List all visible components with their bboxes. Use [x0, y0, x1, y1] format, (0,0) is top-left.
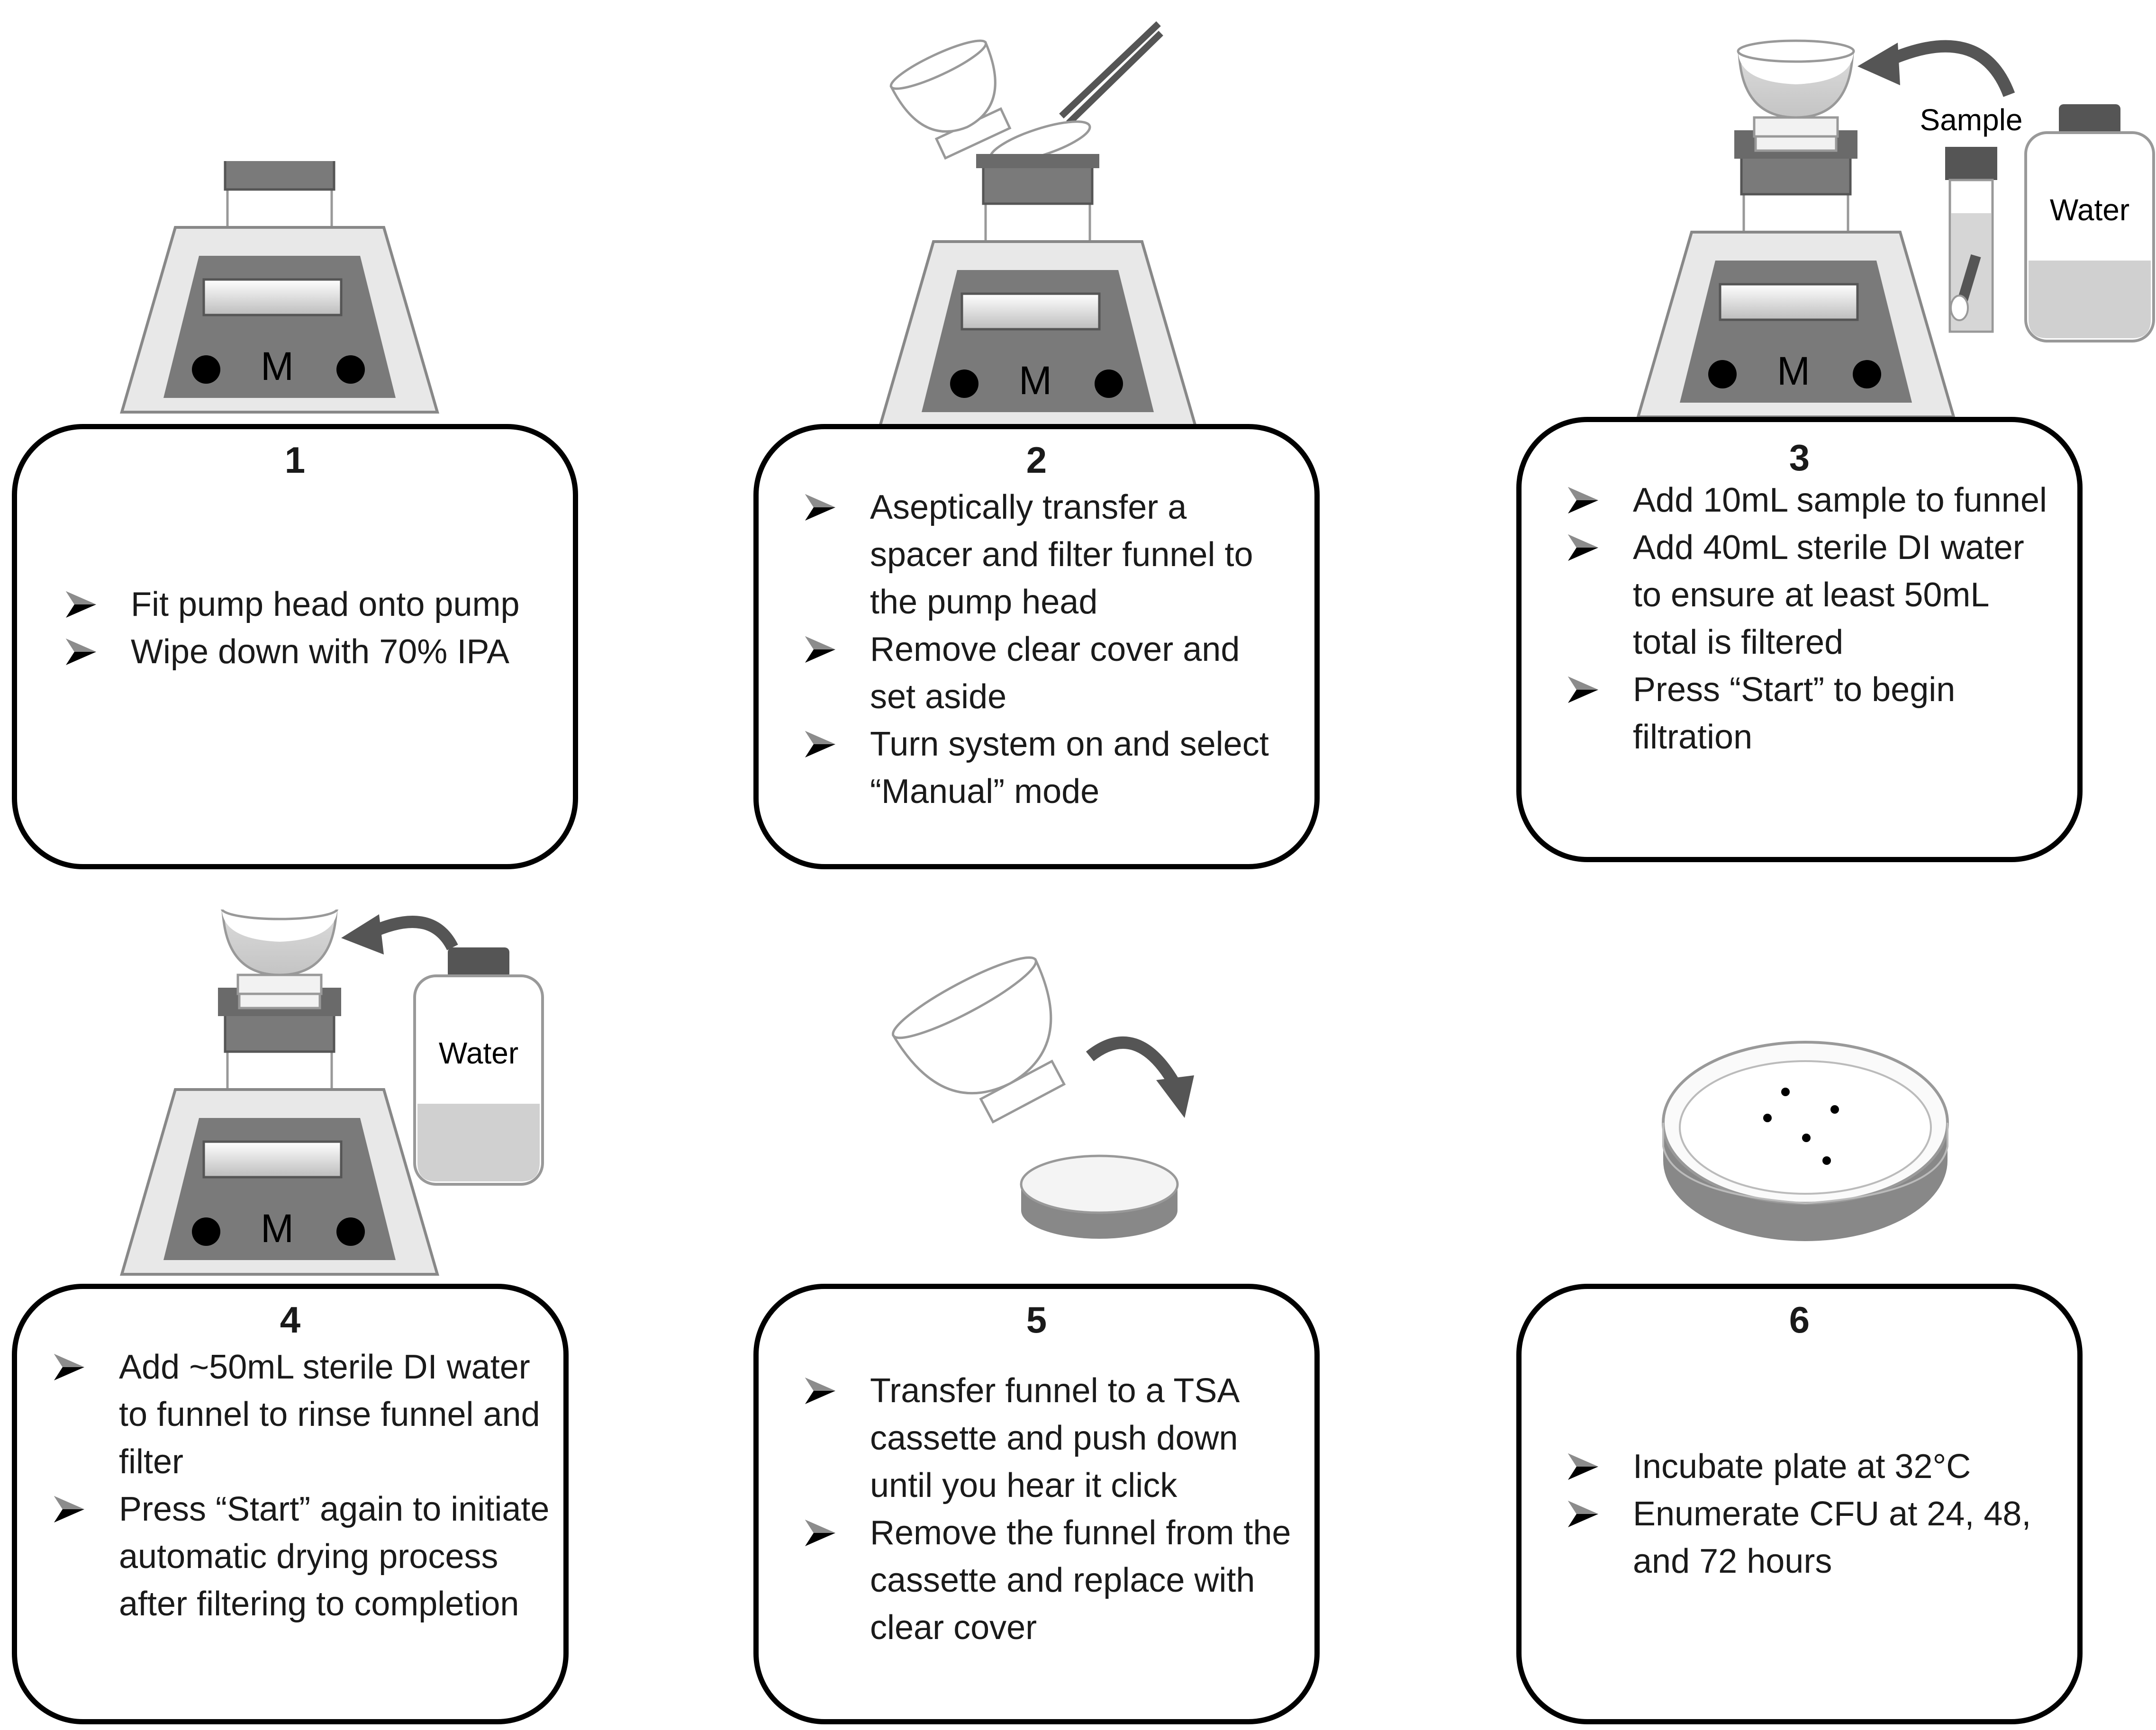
step-number: 1	[284, 439, 306, 481]
step-3-box: 3 Add 10mL sample to funnel Add 40mL ste…	[1516, 417, 2083, 862]
step-1-box: 1 Fit pump head onto pump Wipe down with…	[12, 424, 578, 869]
funnel-icon	[891, 956, 1066, 1124]
pump-illustration-step-2: M	[862, 21, 1223, 426]
water-label: Water	[2050, 193, 2129, 227]
list-item: Remove the funnel from the cassette and …	[801, 1509, 1304, 1651]
arrow-bullet-icon	[66, 639, 96, 665]
bacterial-colonies	[1763, 1088, 1839, 1165]
pump-illustration-step-3: M Sample Water	[1621, 9, 2156, 422]
step-6-box: 6 Incubate plate at 32°C Enumerate CFU a…	[1516, 1284, 2083, 1724]
step-number: 2	[1026, 439, 1047, 481]
step-2-bullets: Aseptically transfer a spacer and filter…	[801, 484, 1294, 815]
arrow-bullet-icon	[805, 731, 835, 757]
cassette-illustration-step-5	[891, 956, 1194, 1239]
arrow-bullet-icon	[1568, 1501, 1598, 1527]
petri-dish-illustration-step-6	[1662, 1041, 1949, 1241]
step-number: 6	[1789, 1299, 1810, 1341]
list-item: Incubate plate at 32°C	[1564, 1443, 2066, 1490]
pump-mode-label: M	[261, 1206, 294, 1251]
step-1-bullets: Fit pump head onto pump Wipe down with 7…	[62, 581, 536, 676]
list-item: Add ~50mL sterile DI water to funnel to …	[50, 1343, 553, 1486]
tweezers-icon	[1059, 21, 1163, 126]
arrow-bullet-icon	[805, 636, 835, 663]
step-4-box: 4 Add ~50mL sterile DI water to funnel t…	[12, 1284, 569, 1724]
step-5-bullets: Transfer funnel to a TSA cassette and pu…	[801, 1367, 1304, 1651]
arrow-bullet-icon	[805, 1520, 835, 1546]
arrow-bullet-icon	[1568, 1453, 1598, 1480]
list-item: Wipe down with 70% IPA	[62, 628, 536, 676]
funnel-icon	[889, 39, 1012, 160]
arrow-bullet-icon	[805, 494, 835, 521]
step-5-box: 5 Transfer funnel to a TSA cassette and …	[753, 1284, 1320, 1724]
step-4-bullets: Add ~50mL sterile DI water to funnel to …	[50, 1343, 553, 1628]
step-2-box: 2 Aseptically transfer a spacer and filt…	[753, 424, 1320, 869]
list-item: Remove clear cover and set aside	[801, 626, 1294, 721]
arrow-bullet-icon	[805, 1378, 835, 1404]
list-item: Press “Start” again to initiate automati…	[50, 1486, 553, 1628]
step-number: 4	[280, 1299, 301, 1341]
list-item: Transfer funnel to a TSA cassette and pu…	[801, 1367, 1304, 1509]
pump-mode-label: M	[1777, 349, 1810, 393]
curved-arrow-icon	[367, 916, 458, 951]
water-bottle-icon: Water	[415, 947, 543, 1184]
sample-label: Sample	[1920, 103, 2023, 137]
arrow-bullet-icon	[54, 1496, 84, 1523]
list-item: Turn system on and select “Manual” mode	[801, 721, 1294, 815]
tsa-cassette-icon	[1020, 1154, 1179, 1239]
list-item: Fit pump head onto pump	[62, 581, 536, 628]
step-number: 5	[1026, 1299, 1047, 1341]
arrow-bullet-icon	[1568, 676, 1598, 703]
arrow-bullet-icon	[66, 591, 96, 618]
step-number: 3	[1789, 437, 1810, 478]
list-item: Add 10mL sample to funnel	[1564, 477, 2057, 524]
water-bottle-icon: Water	[2026, 104, 2154, 341]
petri-dish-icon	[1662, 1041, 1949, 1241]
curved-arrow-icon	[1883, 40, 2015, 97]
list-item: Press “Start” to begin filtration	[1564, 666, 2057, 761]
list-item: Add 40mL sterile DI water to ensure at l…	[1564, 524, 2057, 666]
pump-mode-label: M	[1019, 358, 1052, 403]
water-label: Water	[439, 1036, 518, 1070]
pump-mode-label: M	[261, 344, 294, 388]
list-item: Aseptically transfer a spacer and filter…	[801, 484, 1294, 626]
list-item: Enumerate CFU at 24, 48, and 72 hours	[1564, 1490, 2066, 1585]
arrow-bullet-icon	[54, 1354, 84, 1380]
step-6-bullets: Incubate plate at 32°C Enumerate CFU at …	[1564, 1443, 2066, 1585]
sample-tube-icon	[1945, 147, 1997, 333]
arrow-bullet-icon	[1568, 487, 1598, 514]
curved-arrow-icon	[1086, 1036, 1181, 1088]
pump-illustration-step-1: M	[104, 161, 464, 426]
pump-illustration-step-4: M Water	[104, 910, 559, 1284]
step-3-bullets: Add 10mL sample to funnel Add 40mL steri…	[1564, 477, 2057, 761]
arrow-bullet-icon	[1568, 534, 1598, 561]
